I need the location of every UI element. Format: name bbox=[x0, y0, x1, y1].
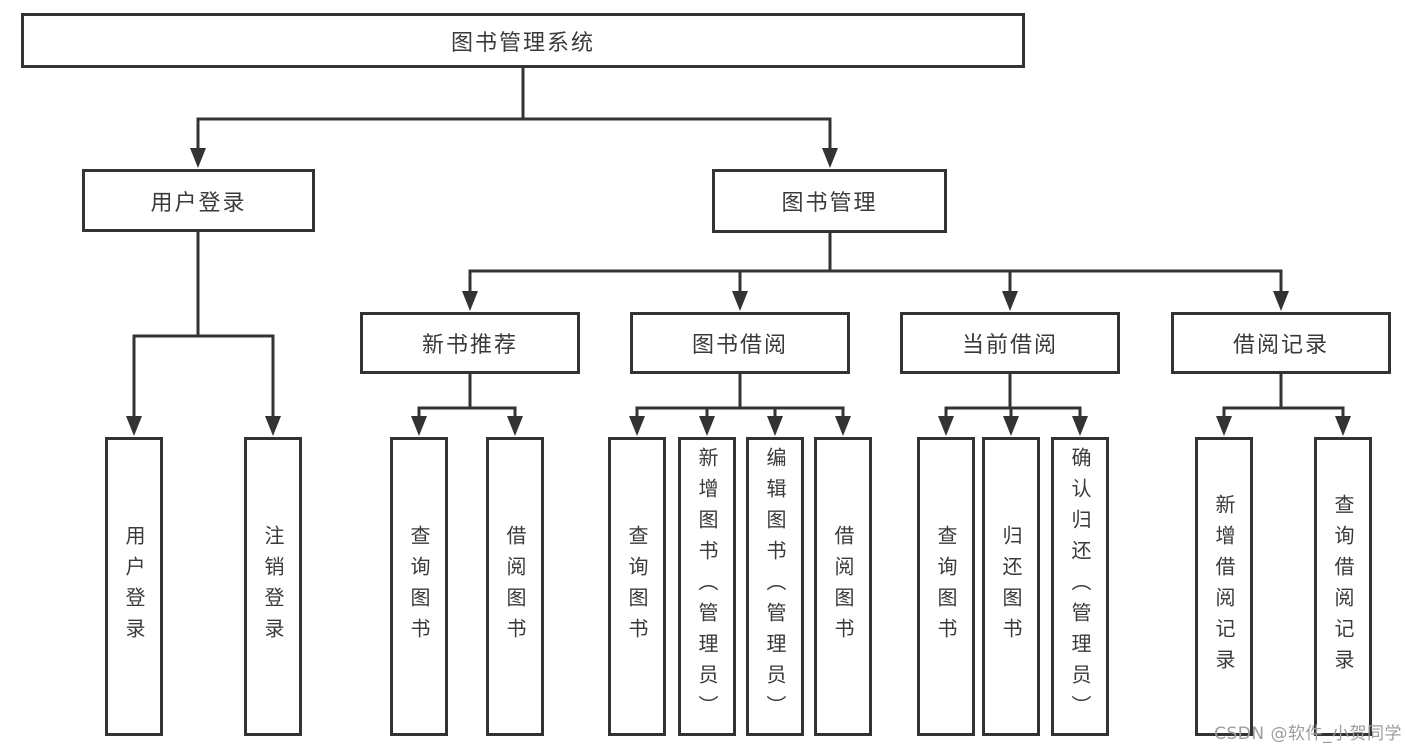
arrowhead bbox=[411, 416, 427, 436]
arrowhead bbox=[1002, 291, 1018, 311]
arrowhead bbox=[629, 416, 645, 436]
node-records-query-record: 查询借阅记录 bbox=[1314, 437, 1372, 736]
arrowhead bbox=[1335, 416, 1351, 436]
node-borrow-query-books: 查询图书 bbox=[608, 437, 666, 736]
node-borrow-borrow-books: 借阅图书 bbox=[814, 437, 872, 736]
node-user-login: 用户登录 bbox=[82, 169, 315, 232]
arrowhead bbox=[767, 416, 783, 436]
node-rec-query-books: 查询图书 bbox=[390, 437, 448, 736]
arrowhead bbox=[732, 291, 748, 311]
arrowhead bbox=[1273, 291, 1289, 311]
node-borrow-edit-books-admin: 编辑图书（管理员） bbox=[746, 437, 804, 736]
node-root: 图书管理系统 bbox=[21, 13, 1025, 68]
arrowheads bbox=[126, 148, 1351, 436]
arrowhead bbox=[835, 416, 851, 436]
arrowhead bbox=[126, 416, 142, 436]
node-new-book-recommend: 新书推荐 bbox=[360, 312, 580, 374]
node-user-login-leaf: 用户登录 bbox=[105, 437, 163, 736]
node-records-add-record: 新增借阅记录 bbox=[1195, 437, 1253, 736]
node-book-borrowing: 图书借阅 bbox=[630, 312, 850, 374]
node-current-query-books: 查询图书 bbox=[917, 437, 975, 736]
arrowhead bbox=[462, 291, 478, 311]
arrowhead bbox=[265, 416, 281, 436]
connector-path bbox=[132, 66, 1345, 420]
node-book-management: 图书管理 bbox=[712, 169, 947, 233]
arrowhead bbox=[507, 416, 523, 436]
node-current-confirm-return-admin: 确认归还（管理员） bbox=[1051, 437, 1109, 736]
arrowhead bbox=[822, 148, 838, 168]
node-current-return-books: 归还图书 bbox=[982, 437, 1040, 736]
node-borrow-add-books-admin: 新增图书（管理员） bbox=[678, 437, 736, 736]
node-logout-leaf: 注销登录 bbox=[244, 437, 302, 736]
arrowhead bbox=[938, 416, 954, 436]
node-current-borrowing: 当前借阅 bbox=[900, 312, 1120, 374]
arrowhead bbox=[190, 148, 206, 168]
arrowhead bbox=[1216, 416, 1232, 436]
arrowhead bbox=[1003, 416, 1019, 436]
arrowhead bbox=[1072, 416, 1088, 436]
node-rec-borrow-books: 借阅图书 bbox=[486, 437, 544, 736]
arrowhead bbox=[699, 416, 715, 436]
node-borrowing-records: 借阅记录 bbox=[1171, 312, 1391, 374]
